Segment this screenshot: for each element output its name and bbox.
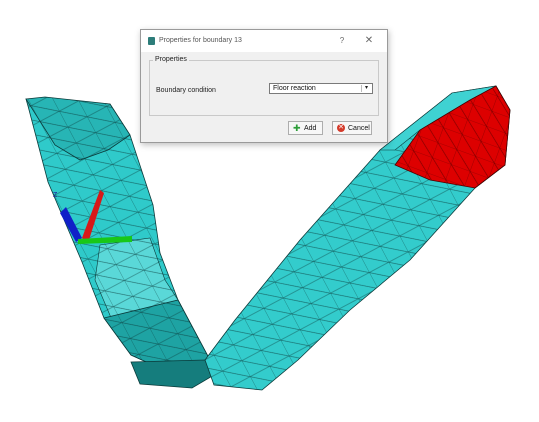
mesh-bottom-dark — [130, 359, 215, 389]
boundary-condition-label: Boundary condition — [156, 87, 216, 94]
chevron-down-icon[interactable]: ▾ — [361, 85, 371, 92]
plus-icon: ✚ — [293, 123, 301, 133]
cancel-icon: ✕ — [337, 124, 345, 132]
boundary-condition-value: Floor reaction — [273, 85, 316, 92]
add-button[interactable]: ✚ Add — [288, 121, 323, 135]
properties-group: Properties Boundary condition Floor reac… — [149, 56, 379, 116]
axis-z-label: Z — [53, 192, 58, 199]
dialog-titlebar[interactable]: Properties for boundary 13 ? ✕ — [141, 30, 387, 52]
close-icon[interactable]: ✕ — [364, 35, 374, 46]
app-icon — [148, 37, 155, 45]
cancel-button[interactable]: ✕ Cancel — [332, 121, 372, 135]
z-axis-arrow — [60, 207, 82, 242]
y-axis-arrow — [78, 236, 132, 244]
help-button[interactable]: ? — [339, 36, 345, 45]
boundary-condition-select[interactable]: Floor reaction ▾ — [269, 83, 373, 94]
properties-dialog: Properties for boundary 13 ? ✕ Propertie… — [140, 29, 388, 143]
cancel-button-label: Cancel — [348, 125, 370, 132]
mesh-model[interactable] — [25, 85, 511, 391]
group-title: Properties — [153, 56, 189, 63]
x-axis-arrow — [82, 190, 104, 243]
add-button-label: Add — [304, 125, 317, 132]
axis-triad: Z — [53, 190, 132, 244]
dialog-title: Properties for boundary 13 — [159, 37, 242, 44]
